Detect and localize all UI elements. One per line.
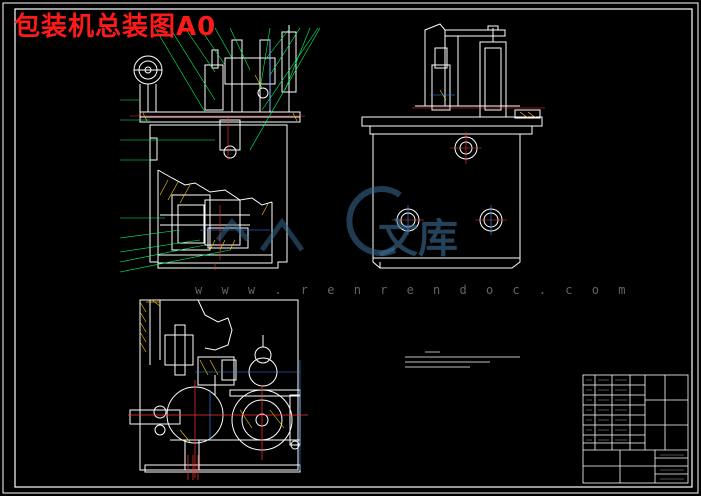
side-view-centerlines [392,107,545,221]
side-view-dimensions [407,94,492,235]
title-block-hatch [586,379,684,480]
title-block [582,374,689,484]
front-view-centerlines [130,115,305,270]
technical-notes [405,351,520,368]
side-view-hatching [439,89,537,119]
front-view-leaders [119,27,321,273]
front-view-hatching [142,74,298,251]
watermark-brand: 文库 [378,216,458,262]
top-view-centerlines [128,380,308,480]
top-view-hatching [139,299,285,443]
drawing-title: 包装机总装图A0 [14,12,217,42]
cabinet-body [149,124,288,269]
watermark-url: w w w . r e n r e n d o c . c o m [195,283,632,297]
watermark-figure [216,217,305,252]
inner-frame [14,8,693,488]
front-view-dimensions [200,40,271,231]
top-view-dimensions [195,360,301,470]
logo-circle-icon [346,186,402,257]
top-view [129,299,301,473]
